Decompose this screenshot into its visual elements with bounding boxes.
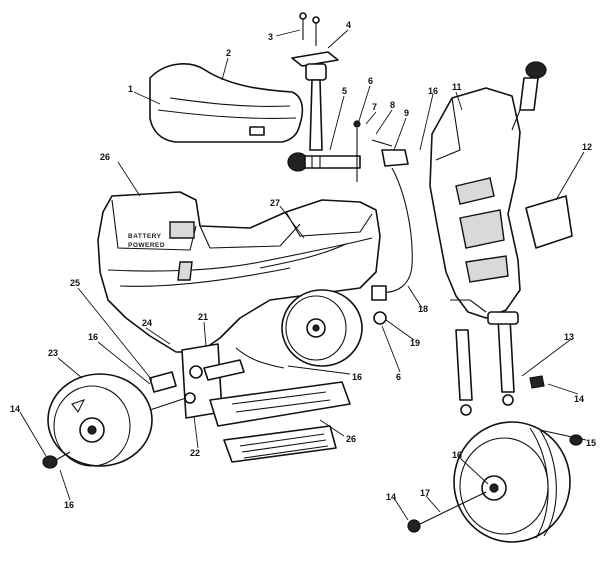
callout-6-bottom: 6 (396, 372, 401, 382)
callout-7: 7 (372, 102, 377, 112)
left-wheel (42, 373, 153, 469)
callout-14-bottom: 14 (386, 492, 396, 502)
callout-26-bottom: 26 (346, 434, 356, 444)
hand-grip (287, 152, 361, 172)
callout-16-front: 16 (452, 450, 462, 460)
seat (149, 63, 304, 143)
callout-14-left: 14 (10, 404, 20, 414)
rear-drive-wheel (281, 289, 363, 367)
front-axle-bolt (407, 491, 487, 533)
callout-21: 21 (198, 312, 208, 322)
headlight-lens (525, 195, 573, 249)
callout-2: 2 (226, 48, 231, 58)
callout-16-bottom: 16 (64, 500, 74, 510)
callout-25: 25 (70, 278, 80, 288)
callout-22: 22 (190, 448, 200, 458)
callout-labels: 1 2 3 4 5 6 7 8 9 16 11 12 13 14 15 16 1… (10, 20, 596, 510)
body-chassis: BATTERY POWERED (97, 191, 381, 353)
callout-16-mid: 16 (352, 372, 362, 382)
callout-11: 11 (452, 82, 462, 92)
small-hardware (353, 120, 409, 182)
callout-24: 24 (142, 318, 152, 328)
seat-post-assembly (291, 12, 339, 151)
battery-cover (209, 381, 351, 463)
front-wheel (453, 421, 583, 543)
callout-23: 23 (48, 348, 58, 358)
callout-12: 12 (582, 142, 592, 152)
front-fork (455, 311, 545, 416)
decal-line-1: BATTERY (128, 233, 162, 240)
callout-5: 5 (342, 86, 347, 96)
callout-13: 13 (564, 332, 574, 342)
callout-1: 1 (128, 84, 133, 94)
callout-27: 27 (270, 198, 280, 208)
decal-line-2: POWERED (128, 242, 165, 249)
callout-9: 9 (404, 108, 409, 118)
callout-18: 18 (418, 304, 428, 314)
leader-lines (19, 29, 587, 521)
callout-16-left: 16 (88, 332, 98, 342)
callout-14-right: 14 (574, 394, 584, 404)
handlebar-grip (511, 61, 547, 131)
callout-17: 17 (420, 488, 430, 498)
callout-16-top: 16 (428, 86, 438, 96)
callout-4: 4 (346, 20, 351, 30)
callout-15: 15 (586, 438, 596, 448)
steering-shroud (429, 87, 521, 319)
callout-3: 3 (268, 32, 273, 42)
callout-8: 8 (390, 100, 395, 110)
callout-26-top: 26 (100, 152, 110, 162)
wiring-harness (235, 167, 413, 369)
callout-19: 19 (410, 338, 420, 348)
callout-6-top: 6 (368, 76, 373, 86)
